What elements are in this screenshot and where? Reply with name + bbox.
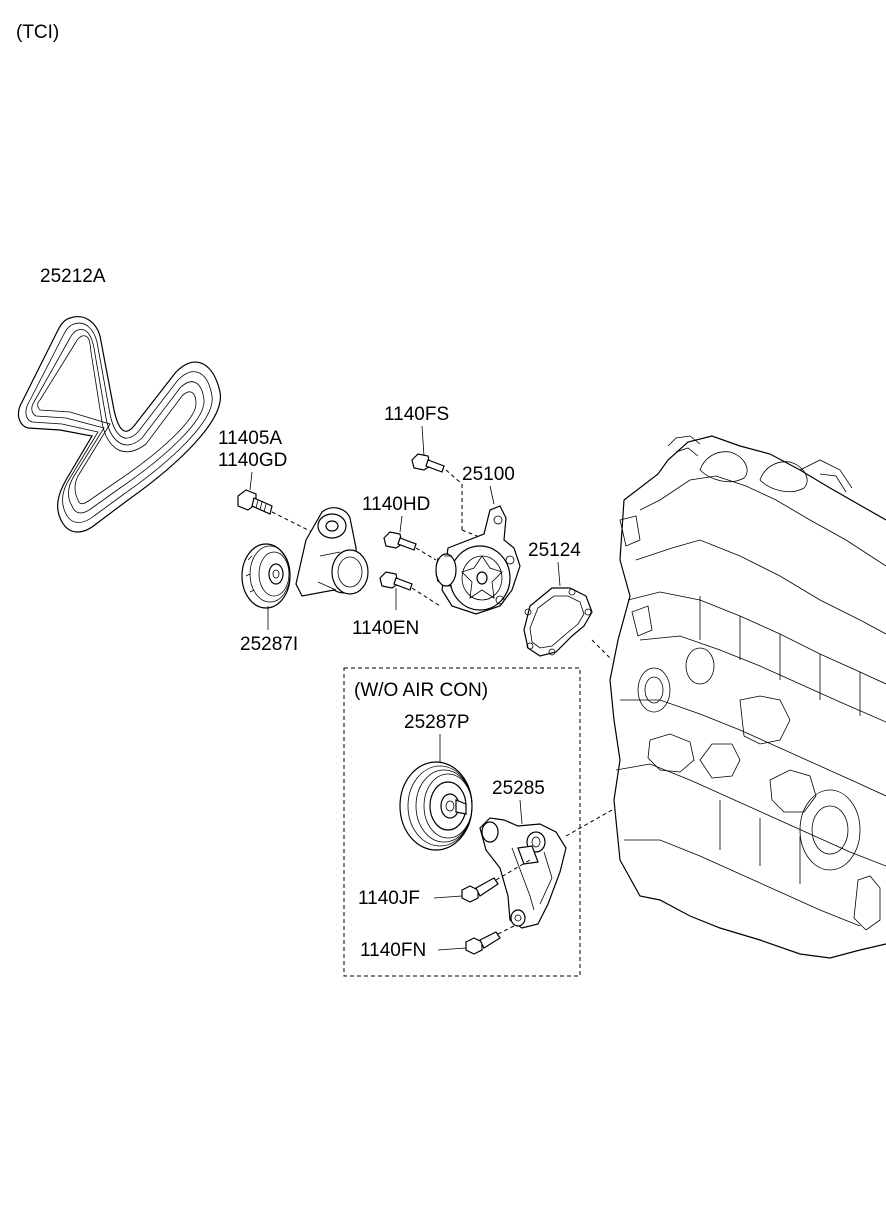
pump-bolt-top [411,453,445,473]
pump-bolt-low [379,571,413,591]
idler-pulley [241,543,291,609]
label-bracket: 25285 [492,778,545,799]
variant-label: (TCI) [16,22,59,43]
label-pump-bolt-mid: 1140HD [362,494,430,515]
label-tensioner-bolt-a: 11405A [218,428,282,449]
bracket-bolt-top [461,877,499,903]
label-pump-bolt-low: 1140EN [352,618,419,639]
label-tensioner-bolt-b: 1140GD [218,450,287,471]
idler-bracket [479,817,567,929]
label-pump-bolt-top: 1140FS [384,404,449,425]
water-pump [435,505,521,615]
ac-idler-pulley [399,761,473,851]
label-bracket-bolt-top: 1140JF [358,888,420,909]
label-idler-pulley: 25287I [240,634,298,655]
label-belt: 25212A [40,266,106,287]
engine-block [609,435,886,959]
label-ac-idler-pulley: 25287P [404,712,470,733]
bracket-bolt-bottom [465,931,501,955]
tensioner-bolt [237,489,273,515]
label-bracket-bolt-bottom: 1140FN [360,940,426,961]
label-water-pump: 25100 [462,464,515,485]
belt-tensioner [295,507,369,597]
pump-gasket [523,587,593,657]
label-wo-air-con: (W/O AIR CON) [354,680,488,701]
label-gasket: 25124 [528,540,581,561]
wo-air-con-box [343,667,581,977]
pump-bolt-mid [383,531,417,551]
drive-belt [17,316,222,533]
